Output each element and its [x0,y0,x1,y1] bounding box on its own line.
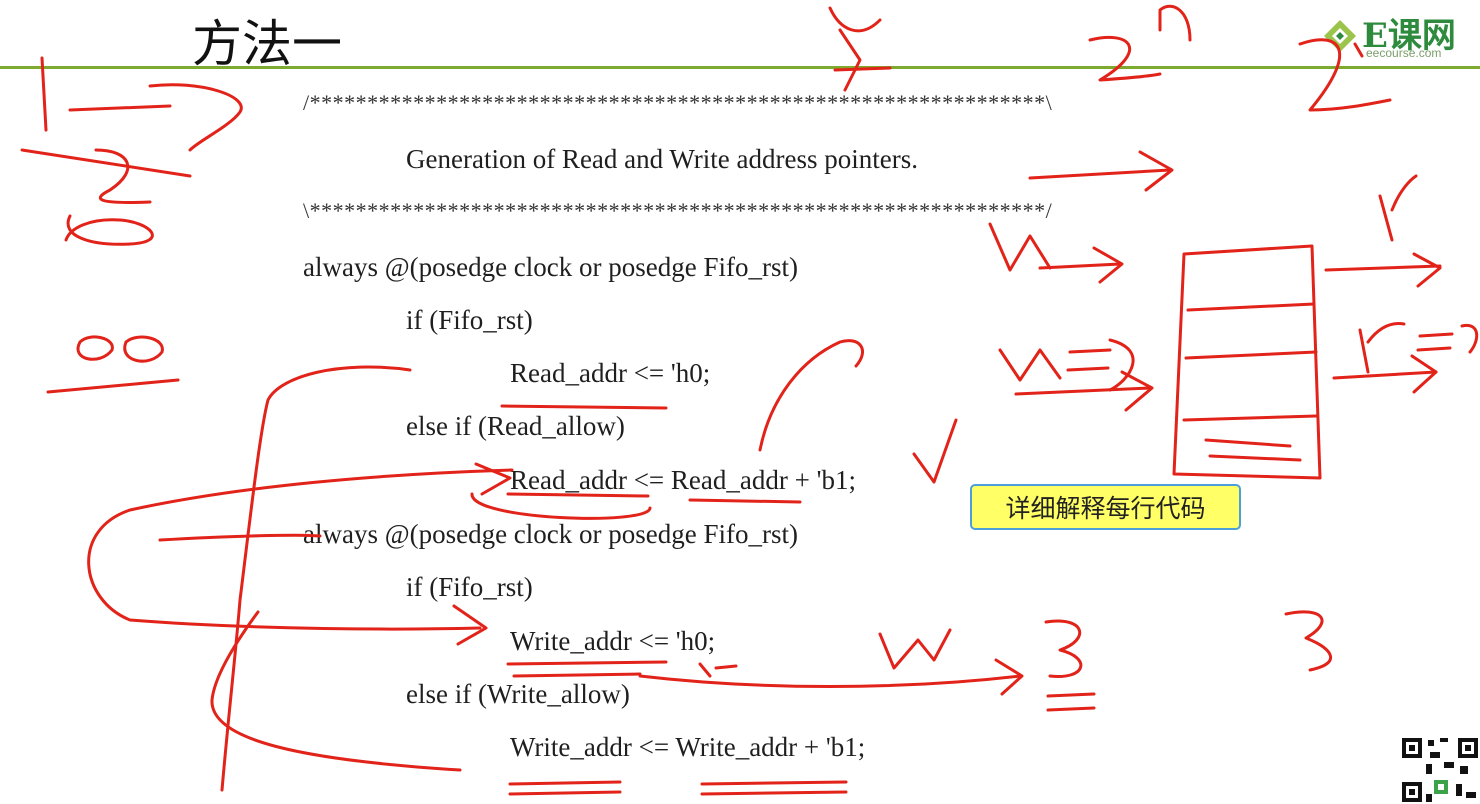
slide-title: 方法一 [192,15,342,73]
header-divider [0,66,1480,69]
callout-note: 详细解释每行代码 [970,484,1241,530]
comment-banner-bottom: \***************************************… [303,198,1053,223]
code-line: Write_addr <= 'h0; [510,626,716,656]
logo-subtext: eecourse.com [1366,46,1442,60]
comment-banner-top: /***************************************… [303,90,1053,115]
code-line: else if (Read_allow) [406,411,625,441]
eecourse-logo-icon [1324,20,1356,52]
eecourse-logo: E课网 eecourse.com [1316,10,1480,68]
code-line: always @(posedge clock or posedge Fifo_r… [303,519,798,549]
code-line: else if (Write_allow) [406,679,630,709]
code-line: if (Fifo_rst) [406,305,533,335]
code-line: Read_addr <= 'h0; [510,358,711,388]
code-line: if (Fifo_rst) [406,572,533,602]
comment-text: Generation of Read and Write address poi… [406,144,918,174]
code-line: always @(posedge clock or posedge Fifo_r… [303,252,798,282]
code-line: Write_addr <= Write_addr + 'b1; [510,732,866,762]
code-line: Read_addr <= Read_addr + 'b1; [510,465,856,495]
qr-code-icon [1400,736,1480,804]
